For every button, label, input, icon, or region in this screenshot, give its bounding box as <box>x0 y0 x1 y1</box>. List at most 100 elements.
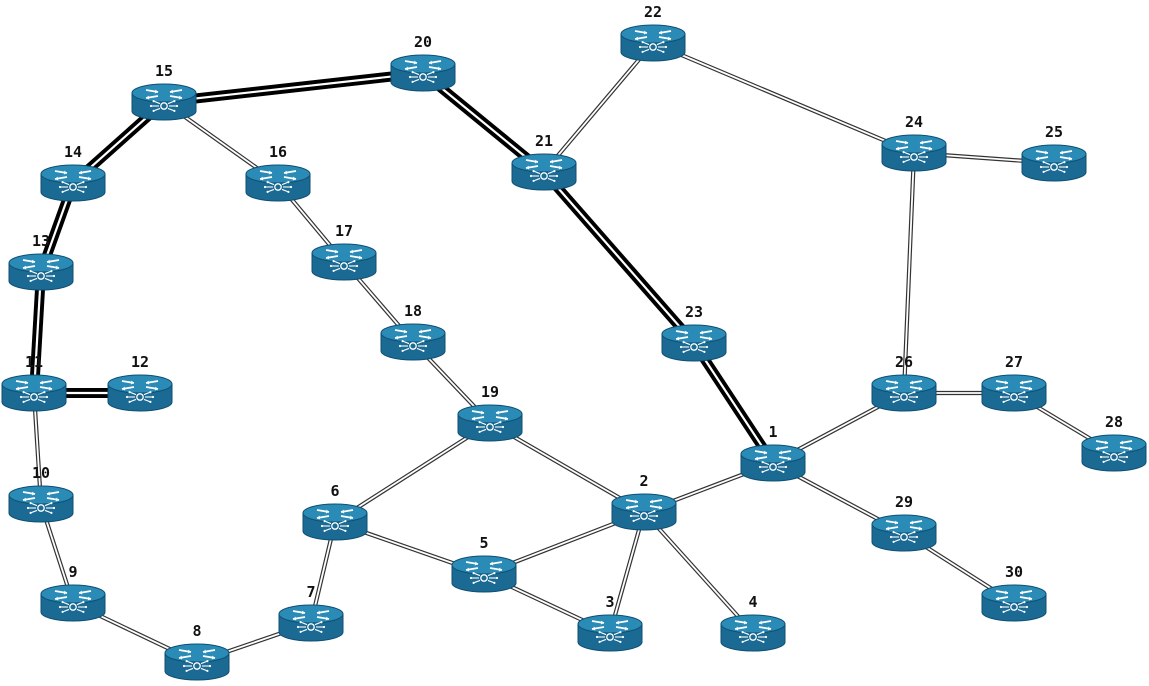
router-icon <box>311 243 377 281</box>
router-icon <box>881 134 947 172</box>
node-label: 14 <box>64 143 82 161</box>
link-21-22 <box>542 41 655 174</box>
node-label: 11 <box>25 353 43 371</box>
link-24-26 <box>901 152 917 394</box>
router-icon <box>8 253 74 291</box>
node-label: 23 <box>685 303 703 321</box>
node-label: 6 <box>330 482 339 500</box>
link-6-19 <box>333 421 492 524</box>
node-label: 21 <box>535 132 553 150</box>
node-label: 17 <box>335 222 353 240</box>
router-icon <box>245 164 311 202</box>
router-icon <box>1 374 67 412</box>
node-label: 9 <box>68 563 77 581</box>
node-16[interactable]: 16 <box>245 143 311 202</box>
node-22[interactable]: 22 <box>620 3 686 62</box>
router-icon <box>620 24 686 62</box>
links-layer <box>29 41 1116 664</box>
node-label: 1 <box>768 423 777 441</box>
link-15-20 <box>163 68 424 107</box>
node-label: 29 <box>895 493 913 511</box>
router-icon <box>611 493 677 531</box>
router-icon <box>871 374 937 412</box>
router-icon <box>1081 434 1147 472</box>
node-label: 15 <box>155 62 173 80</box>
router-icon <box>981 374 1047 412</box>
node-1[interactable]: 1 <box>740 423 806 482</box>
node-12[interactable]: 12 <box>107 353 173 412</box>
node-label: 3 <box>605 593 614 611</box>
node-3[interactable]: 3 <box>577 593 643 652</box>
node-label: 13 <box>32 232 50 250</box>
router-icon <box>380 323 446 361</box>
link-22-24 <box>652 41 915 155</box>
node-label: 27 <box>1005 353 1023 371</box>
node-11[interactable]: 11 <box>1 353 67 412</box>
node-label: 12 <box>131 353 149 371</box>
router-icon <box>390 54 456 92</box>
router-icon <box>720 614 786 652</box>
node-23[interactable]: 23 <box>661 303 727 362</box>
node-20[interactable]: 20 <box>390 33 456 92</box>
node-label: 19 <box>481 383 499 401</box>
node-label: 20 <box>414 33 432 51</box>
node-17[interactable]: 17 <box>311 222 377 281</box>
node-15[interactable]: 15 <box>131 62 197 121</box>
node-10[interactable]: 10 <box>8 464 74 523</box>
router-icon <box>164 643 230 681</box>
node-18[interactable]: 18 <box>380 302 446 361</box>
node-5[interactable]: 5 <box>451 534 517 593</box>
router-icon <box>131 83 197 121</box>
node-label: 24 <box>905 113 923 131</box>
link-11-13 <box>29 271 46 394</box>
node-19[interactable]: 19 <box>457 383 523 442</box>
link-2-4 <box>642 510 755 635</box>
node-label: 22 <box>644 3 662 21</box>
node-24[interactable]: 24 <box>881 113 947 172</box>
node-label: 4 <box>748 593 757 611</box>
node-21[interactable]: 21 <box>511 132 577 191</box>
router-icon <box>451 555 517 593</box>
link-11-10 <box>31 392 44 505</box>
link-21-23 <box>540 168 698 347</box>
node-26[interactable]: 26 <box>871 353 937 412</box>
node-29[interactable]: 29 <box>871 493 937 552</box>
router-icon <box>871 514 937 552</box>
node-4[interactable]: 4 <box>720 593 786 652</box>
link-23-1 <box>689 340 778 466</box>
router-icon <box>302 503 368 541</box>
node-label: 30 <box>1005 563 1023 581</box>
node-13[interactable]: 13 <box>8 232 74 291</box>
node-8[interactable]: 8 <box>164 622 230 681</box>
router-icon <box>511 153 577 191</box>
node-6[interactable]: 6 <box>302 482 368 541</box>
node-label: 7 <box>306 583 315 601</box>
node-label: 10 <box>32 464 50 482</box>
link-2-3 <box>607 511 647 634</box>
router-icon <box>740 444 806 482</box>
node-label: 5 <box>479 534 488 552</box>
node-28[interactable]: 28 <box>1081 413 1147 472</box>
router-icon <box>107 374 173 412</box>
node-label: 8 <box>192 622 201 640</box>
node-30[interactable]: 30 <box>981 563 1047 622</box>
node-label: 2 <box>639 472 648 490</box>
node-27[interactable]: 27 <box>981 353 1047 412</box>
node-label: 25 <box>1045 123 1063 141</box>
node-label: 26 <box>895 353 913 371</box>
node-25[interactable]: 25 <box>1021 123 1087 182</box>
router-icon <box>661 324 727 362</box>
router-icon <box>40 584 106 622</box>
node-14[interactable]: 14 <box>40 143 106 202</box>
router-icon <box>981 584 1047 622</box>
node-7[interactable]: 7 <box>278 583 344 642</box>
router-icon <box>577 614 643 652</box>
router-icon <box>1021 144 1087 182</box>
router-icon <box>278 604 344 642</box>
node-9[interactable]: 9 <box>40 563 106 622</box>
router-icon <box>8 485 74 523</box>
node-2[interactable]: 2 <box>611 472 677 531</box>
node-label: 28 <box>1105 413 1123 431</box>
